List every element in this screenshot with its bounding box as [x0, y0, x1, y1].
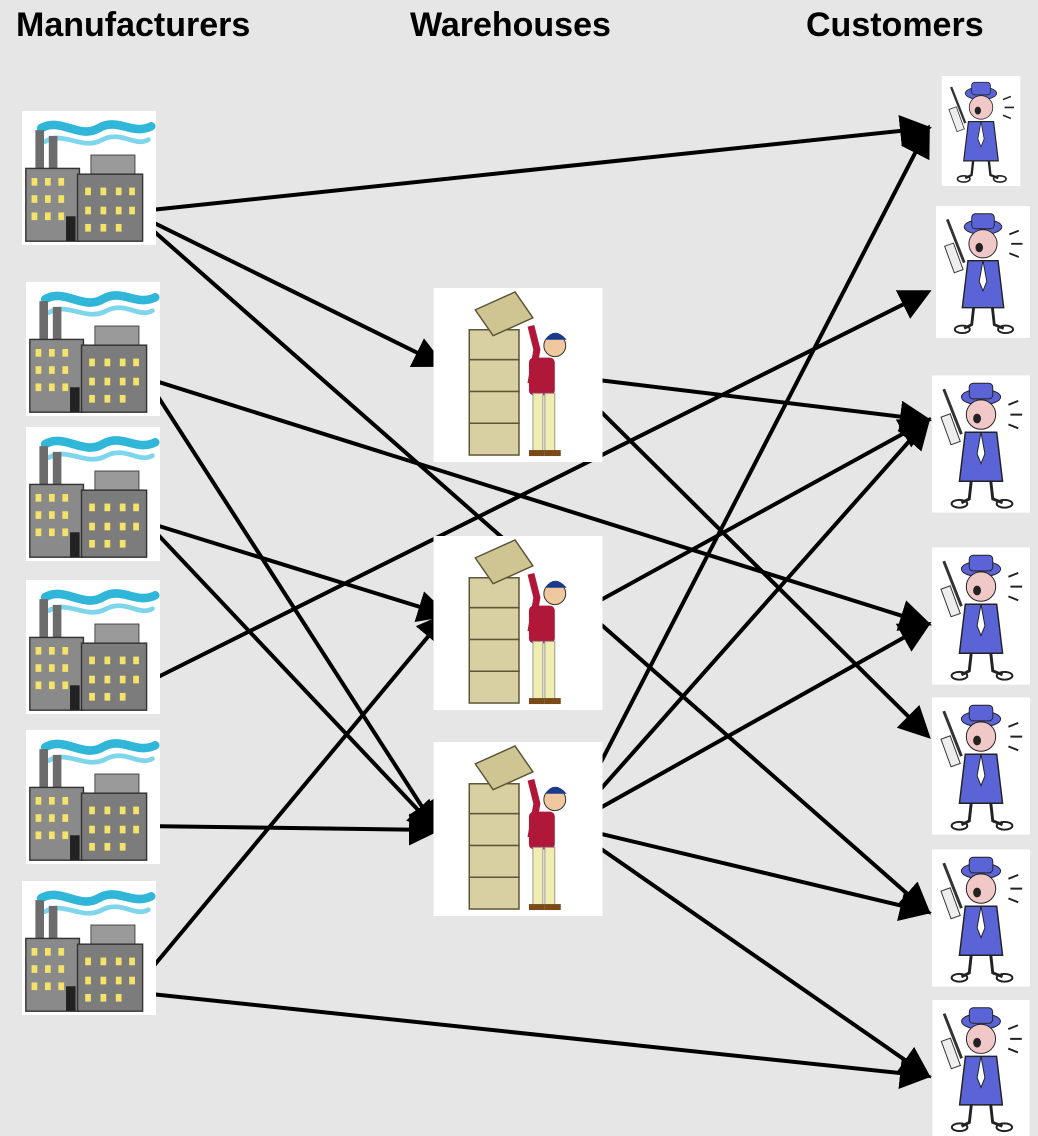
customer-phone-icon: [932, 374, 1030, 514]
arrow-m2-w3: [144, 376, 440, 834]
arrow-w3-c7: [566, 824, 932, 1079]
factory-icon: [26, 427, 160, 561]
warehouses-heading: Warehouses: [410, 6, 611, 44]
customer-phone-icon: [940, 76, 1022, 186]
customers-heading: Customers: [806, 6, 984, 44]
customer-phone-icon: [936, 204, 1030, 340]
customer-phone-icon: [932, 546, 1030, 686]
arrow-m3-w2: [145, 520, 450, 622]
factory-icon: [22, 111, 156, 245]
arrow-w1-c3: [564, 374, 932, 433]
customer-phone-icon: [932, 696, 1030, 836]
manufacturers-heading: Manufacturers: [16, 6, 251, 44]
arrow-w3-c3: [566, 417, 931, 828]
arrow-m1-w1: [131, 210, 446, 367]
customer-phone-icon: [932, 1000, 1030, 1136]
customer-phone-icon: [932, 848, 1030, 988]
arrow-m5-w3: [141, 813, 441, 846]
arrow-w1-c5: [563, 374, 931, 739]
factory-icon: [26, 282, 160, 416]
arrow-m3-w3: [144, 520, 440, 833]
arrow-w2-c3: [567, 418, 932, 620]
arrow-m2-c4: [145, 376, 932, 631]
factory-icon: [26, 580, 160, 714]
arrow-w3-c4: [567, 622, 932, 828]
factory-icon: [22, 881, 156, 1015]
arrow-layer: [130, 115, 932, 1089]
arrow-w3-c6: [567, 824, 932, 922]
factory-icon: [26, 730, 160, 864]
warehouse-worker-icon: [433, 536, 602, 710]
arrow-m1-c1: [131, 115, 932, 214]
warehouse-worker-icon: [433, 742, 602, 916]
arrow-m6-w2: [130, 611, 449, 994]
arrow-m4-c2: [131, 290, 932, 692]
warehouse-worker-icon: [433, 288, 602, 462]
arrow-w3-c1: [566, 124, 930, 827]
arrow-m6-c7: [131, 990, 932, 1089]
node-layer: [22, 76, 1030, 1136]
